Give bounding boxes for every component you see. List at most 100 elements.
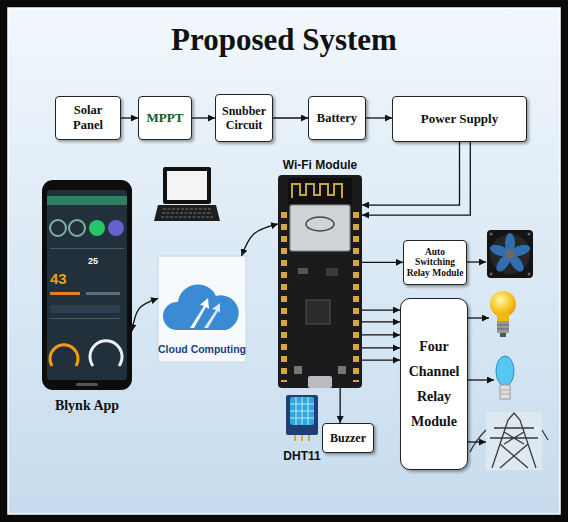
yellow-bulb-illustration [500, 333, 506, 337]
fan-illustration [528, 273, 531, 276]
node-text: Blynk App [55, 398, 119, 415]
wifi-board-illustration [294, 366, 302, 374]
dht11-sensor-illustration [286, 395, 318, 441]
wifi-board-illustration [306, 300, 330, 324]
connector-arrow [362, 359, 400, 360]
fan-illustration [490, 233, 493, 236]
connector-arrow [242, 224, 278, 256]
phone-illustration [42, 180, 132, 390]
power-tower-illustration [470, 412, 548, 470]
relay-box: Four Channel Relay Module [400, 298, 468, 470]
laptop-illustration [161, 209, 213, 217]
dht11-sensor-illustration [290, 397, 314, 425]
phone-illustration [47, 196, 127, 205]
output-wires [468, 379, 494, 380]
yellow-bulb-illustration [490, 291, 516, 337]
phone-illustration [42, 180, 132, 390]
wifi-board-illustration [353, 212, 359, 382]
yellow-bulb-illustration [497, 313, 509, 321]
wifi-module: Wi-Fi Module [278, 175, 362, 388]
yellow-bulb-illustration [497, 325, 509, 329]
laptop-illustration [163, 167, 211, 204]
node-text: Auto Switching Relay Module [406, 247, 464, 278]
cloud-illustration [158, 256, 246, 362]
screen-reading: 43 [50, 270, 67, 287]
wifi-board-illustration [278, 175, 362, 388]
buzzer-box: Buzzer [322, 423, 374, 453]
connector-arrow [362, 142, 460, 205]
node-text: DHT11 [283, 449, 320, 463]
phone-illustration [50, 220, 66, 236]
fan-illustration [487, 230, 533, 278]
process-box: Battery [308, 96, 366, 140]
wifi-board-illustration [308, 376, 332, 388]
phone-illustration [89, 220, 105, 236]
phone-illustration [50, 292, 80, 295]
blue-bulb-illustration [500, 390, 510, 394]
phone-illustration [76, 383, 98, 386]
connector-arrow [273, 117, 308, 118]
cloud-illustration [190, 298, 209, 328]
cloud-illustration [158, 256, 246, 362]
fan-illustration [505, 249, 515, 259]
node-text: Wi-Fi Module [283, 158, 358, 172]
diagram-title: Proposed System [0, 22, 568, 58]
output-wires [467, 261, 486, 262]
output-wires [468, 317, 489, 318]
cloud-illustration [163, 284, 239, 330]
blue-bulb-illustration [496, 356, 514, 399]
yellow-bulb-illustration [497, 321, 509, 333]
connector-arrow [362, 347, 400, 348]
phone-app: Blynk App [42, 180, 132, 390]
laptop-illustration [167, 171, 207, 200]
node-text: Solar Panel [58, 103, 118, 133]
process-box: Snubber Circuit [215, 94, 273, 142]
phone-illustration [47, 190, 127, 380]
slide-panel [8, 8, 560, 514]
laptop-illustration [154, 205, 220, 221]
connector-arrow [362, 142, 470, 215]
connector-arrow [362, 321, 400, 322]
wifi-board-illustration [288, 178, 352, 204]
dht11-sensor-illustration [286, 395, 318, 435]
wifi-board-illustration [292, 184, 342, 198]
connector-arrow [366, 117, 392, 118]
node-text: Snubber Circuit [218, 104, 270, 133]
output-wires [468, 441, 486, 442]
connector-arrow [362, 262, 403, 263]
power-tower-illustration [470, 413, 548, 468]
phone-illustration [50, 305, 120, 313]
process-box: Power Supply [392, 96, 527, 142]
phone-illustration [50, 318, 120, 319]
fan-illustration [528, 233, 531, 236]
process-box: Solar Panel [55, 96, 121, 140]
relay-box: Auto Switching Relay Module [403, 240, 467, 285]
node-text: Four Channel Relay Module [403, 334, 465, 435]
wifi-board-illustration [326, 268, 338, 276]
fan-illustration [490, 273, 493, 276]
blue-bulb-illustration [500, 385, 510, 399]
connector-arrow [132, 298, 158, 331]
cloud-illustration [204, 303, 220, 328]
phone-illustration [69, 220, 85, 236]
node-text: Cloud Computing [158, 343, 246, 356]
phone-illustration [50, 345, 78, 366]
connector-arrow [362, 309, 400, 310]
wifi-board-illustration [278, 175, 362, 388]
node-text: Battery [317, 111, 357, 126]
screen-reading: 25 [88, 256, 98, 266]
connector-arrow [362, 334, 400, 335]
wifi-board-illustration [290, 205, 350, 251]
process-box: MPPT [138, 96, 192, 140]
wifi-board-illustration [306, 217, 334, 231]
connector-arrow [192, 117, 215, 118]
phone-illustration [50, 248, 124, 249]
connector-arrow [340, 388, 341, 423]
phone-illustration [90, 341, 122, 366]
phone-illustration [86, 292, 120, 295]
sensor-node: DHT11 [286, 395, 318, 437]
